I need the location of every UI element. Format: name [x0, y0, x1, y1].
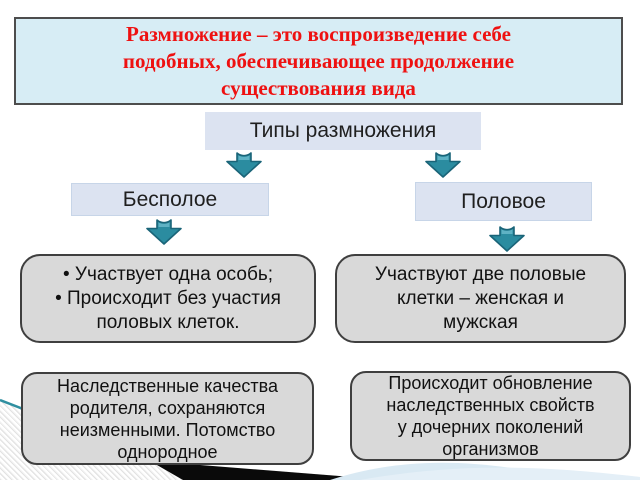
asexual-features-panel: • Участвует одна особь; • Происходит без…	[20, 254, 316, 343]
root-node-reproduction-types: Типы размножения	[205, 112, 481, 150]
asexual-outcome-panel: Наследственные качества родителя, сохран…	[21, 372, 314, 465]
branch-node-asexual: Бесполое	[71, 183, 269, 216]
sexual-outcome-panel: Происходит обновление наследственных сво…	[350, 371, 631, 461]
down-arrow-icon	[489, 226, 525, 252]
down-arrow-icon	[146, 219, 182, 245]
branch-node-sexual: Половое	[415, 182, 592, 221]
title-banner: Размножение – это воспроизведение себе п…	[14, 17, 623, 105]
down-arrow-icon	[226, 152, 262, 178]
down-arrow-icon	[425, 152, 461, 178]
sexual-features-panel: Участвуют две половые клетки – женская и…	[335, 254, 626, 343]
